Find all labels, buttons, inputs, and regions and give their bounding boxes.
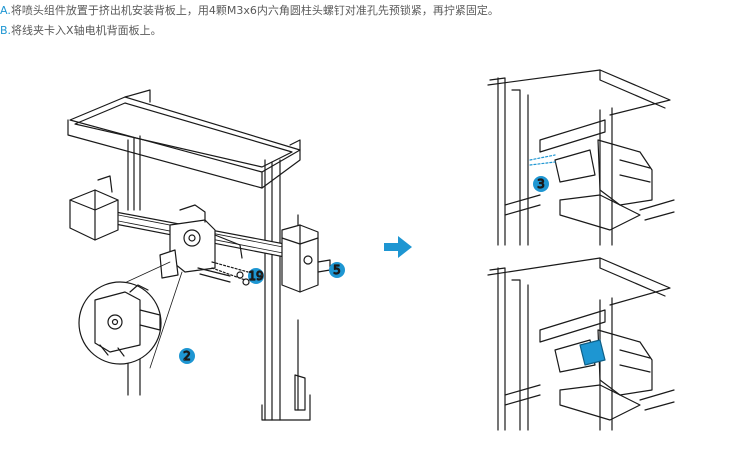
- instruction-step-a: A.将喷头组件放置于挤出机安装背板上，用4颗M3x6内六角圆柱头螺钉对准孔先预锁…: [0, 4, 499, 18]
- detail-top: [487, 67, 675, 246]
- step-b-letter: B.: [0, 24, 12, 37]
- right-arrow-icon: [384, 236, 412, 258]
- callout-part-number: 5: [329, 262, 345, 278]
- step-a-letter: A.: [0, 4, 11, 17]
- callout-screw-count-label: 19: [248, 269, 263, 283]
- step-b-text: 将线夹卡入X轴电机背面板上。: [11, 24, 162, 37]
- callout-nozzle-kit-label: 2: [183, 349, 191, 363]
- callout-screw-count: 19: [248, 268, 264, 284]
- callout-clip-part: 3: [533, 176, 549, 192]
- step-a-text: 将喷头组件放置于挤出机安装背板上，用4颗M3x6内六角圆柱头螺钉对准孔先预锁紧，…: [10, 4, 499, 17]
- detail-magnifier: [78, 261, 183, 369]
- printer-frame-main: [67, 89, 331, 421]
- callout-part-number-label: 5: [333, 263, 341, 277]
- callout-nozzle-kit: 2: [179, 348, 195, 364]
- callout-clip-part-label: 3: [537, 177, 545, 191]
- instruction-step-b: B.将线夹卡入X轴电机背面板上。: [0, 24, 162, 38]
- detail-bottom: [487, 257, 675, 431]
